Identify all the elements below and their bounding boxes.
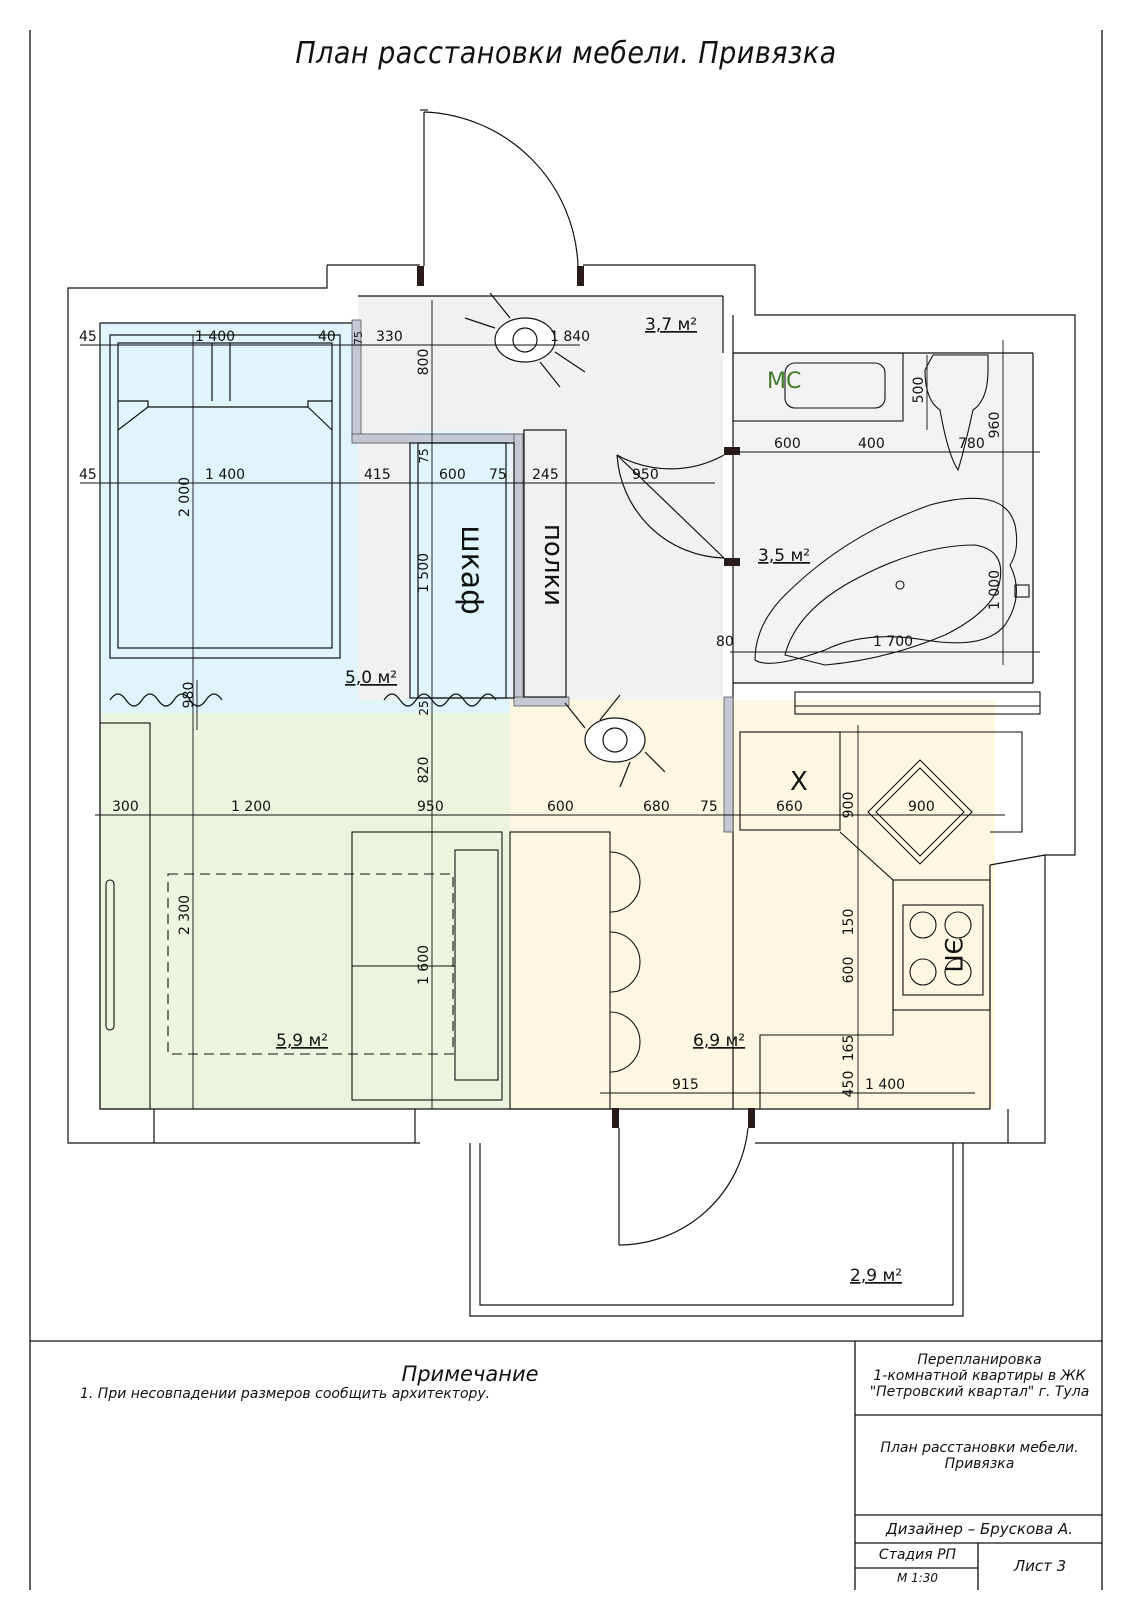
dim-165: 165 xyxy=(841,1035,857,1062)
dim-600: 600 xyxy=(841,957,857,984)
dim-75: 75 xyxy=(417,448,431,463)
rug xyxy=(167,873,454,1055)
dim-980: 980 xyxy=(181,682,197,709)
kitchen-area-label: 6,9 м² xyxy=(693,1031,745,1051)
sheet-number: Лист 3 xyxy=(1013,1557,1067,1575)
dim-915: 915 xyxy=(672,1077,699,1093)
dim-800: 800 xyxy=(416,349,432,376)
dim-45: 45 xyxy=(79,329,97,345)
bath-zone xyxy=(733,353,1033,683)
dim-680: 680 xyxy=(643,799,670,815)
mc-label: МС xyxy=(767,369,801,394)
page-title: План расстановки мебели. Привязка xyxy=(295,36,837,71)
stove-label: ЭП xyxy=(939,938,967,973)
wardrobe-label: шкаф xyxy=(454,525,489,615)
door-jambs xyxy=(417,266,755,1128)
dim-600: 600 xyxy=(439,467,466,483)
sheet-name: План расстановки мебели. Привязка xyxy=(880,1440,1079,1472)
sheet-frame xyxy=(29,30,1103,1590)
dim-780: 780 xyxy=(958,436,985,452)
hall-area-label: 3,7 м² xyxy=(645,315,697,335)
dim-1400: 1 400 xyxy=(195,329,235,345)
dim-75: 75 xyxy=(489,467,507,483)
dim-400: 400 xyxy=(858,436,885,452)
dim-450: 450 xyxy=(841,1071,857,1098)
project-name: Перепланировка 1-комнатной квартиры в ЖК… xyxy=(869,1352,1090,1400)
dim-2000: 2 000 xyxy=(177,477,193,517)
kitchen-fixtures xyxy=(739,731,1023,1109)
dim-330: 330 xyxy=(376,329,403,345)
dim-950: 950 xyxy=(417,799,444,815)
dim-1400: 1 400 xyxy=(205,467,245,483)
curtains xyxy=(109,693,497,707)
dim-960: 960 xyxy=(987,412,1003,439)
living-area-label: 5,9 м² xyxy=(276,1031,328,1051)
dim-2300: 2 300 xyxy=(177,895,193,935)
dim-900: 900 xyxy=(841,792,857,819)
bath-area-label: 3,5 м² xyxy=(758,546,810,566)
dim-1500: 1 500 xyxy=(416,553,432,593)
dim-900: 900 xyxy=(908,799,935,815)
dim-45: 45 xyxy=(79,467,97,483)
dim-600: 600 xyxy=(774,436,801,452)
dim-950: 950 xyxy=(632,467,659,483)
shelves-label: полки xyxy=(538,524,568,606)
designer-name: Дизайнер – Брускова А. xyxy=(886,1520,1073,1538)
dim-1000: 1 000 xyxy=(987,570,1003,610)
bar-counter xyxy=(509,831,641,1110)
scale-label: М 1:30 xyxy=(896,1571,939,1585)
shelves xyxy=(523,429,567,698)
dimension-lines xyxy=(80,300,1040,1109)
title-block-grid xyxy=(854,1341,1102,1590)
fridge-label: Х xyxy=(790,767,808,797)
sofa xyxy=(351,831,503,1101)
dim-1400: 1 400 xyxy=(865,1077,905,1093)
balcony xyxy=(153,1109,1009,1317)
dim-1840: 1 840 xyxy=(550,329,590,345)
dimension-texts: 45 1 400 40 330 1 840 45 1 400 415 600 7… xyxy=(79,329,1003,1097)
wardrobe-zone xyxy=(410,430,510,700)
notes-heading: Примечание xyxy=(401,1362,539,1386)
person-figure xyxy=(564,694,666,788)
dim-1200: 1 200 xyxy=(231,799,271,815)
dim-245: 245 xyxy=(532,467,559,483)
dim-80: 80 xyxy=(716,634,734,650)
dim-820: 820 xyxy=(416,757,432,784)
dim-660: 660 xyxy=(776,799,803,815)
dim-500: 500 xyxy=(911,377,927,404)
sleep-area-label: 5,0 м² xyxy=(345,668,397,688)
dim-1600: 1 600 xyxy=(416,945,432,985)
tv-stand xyxy=(99,722,151,1110)
stage-label: Стадия РП xyxy=(878,1547,957,1563)
dim-415: 415 xyxy=(364,467,391,483)
dim-75: 75 xyxy=(700,799,718,815)
balcony-area-label: 2,9 м² xyxy=(850,1266,902,1286)
dim-300: 300 xyxy=(112,799,139,815)
dim-150: 150 xyxy=(841,909,857,936)
bathroom-fixtures xyxy=(732,352,1041,715)
dim-600: 600 xyxy=(547,799,574,815)
dim-25: 25 xyxy=(417,700,431,715)
dim-75: 75 xyxy=(352,331,365,345)
bathroom-door xyxy=(616,454,725,559)
bed xyxy=(109,334,341,659)
dim-1700: 1 700 xyxy=(873,634,913,650)
dim-40: 40 xyxy=(318,329,336,345)
notes-item: 1. При несовпадении размеров сообщить ар… xyxy=(80,1386,491,1402)
person-figure xyxy=(464,292,586,388)
entrance-door xyxy=(420,109,579,267)
